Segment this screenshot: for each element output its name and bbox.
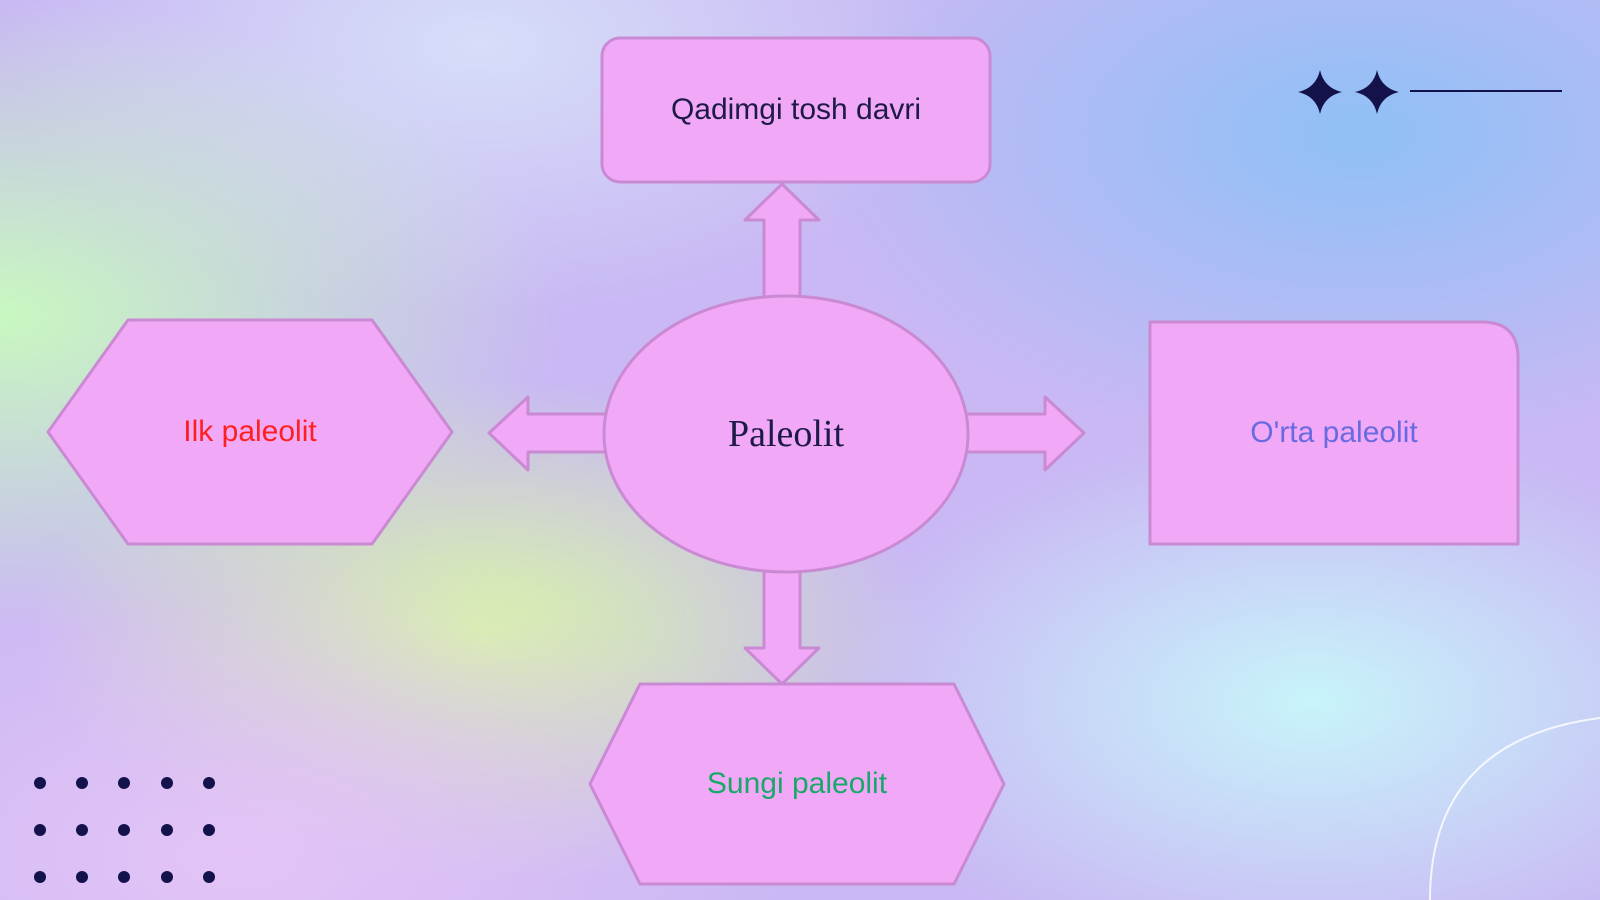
node-top-box xyxy=(600,36,992,184)
sparkle-icon xyxy=(1355,70,1399,114)
arrow-up xyxy=(743,182,821,300)
arrow-left xyxy=(487,395,608,472)
corner-arc xyxy=(1429,717,1600,900)
arrow-right xyxy=(964,395,1086,472)
arrow-down xyxy=(743,568,821,686)
sparkle-icon xyxy=(1298,70,1342,114)
dot-grid xyxy=(34,777,215,883)
node-bottom-hexagon xyxy=(588,682,1006,886)
node-left-hexagon xyxy=(46,318,454,546)
node-center-ellipse xyxy=(602,294,970,574)
node-right-box xyxy=(1148,320,1520,546)
